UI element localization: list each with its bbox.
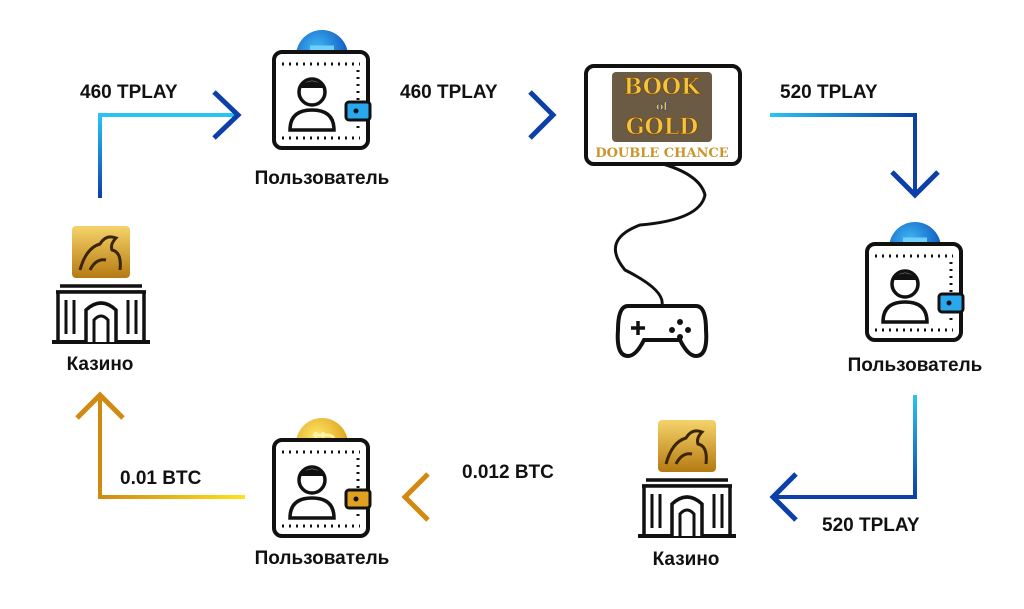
game-logo-book: BOOK: [624, 74, 701, 100]
user-label: Пользователь: [848, 355, 983, 376]
amount-label: 0.01 BTC: [120, 468, 202, 489]
user-label: Пользователь: [255, 168, 390, 189]
arrow-casino-to-btc-user: [401, 472, 610, 522]
user-wallet-btc: [272, 418, 372, 538]
user-label: Пользователь: [255, 548, 390, 569]
casino-label: Казино: [653, 549, 720, 570]
game-logo-gold: GOLD: [626, 114, 699, 140]
wallet-icon: [865, 242, 963, 342]
amount-label: 520 TPLAY: [780, 82, 878, 103]
arrow-user-to-game: [397, 90, 557, 140]
user-wallet-tplay: [865, 222, 965, 342]
wallet-icon: [272, 438, 370, 538]
amount-label: 460 TPLAY: [400, 82, 498, 103]
arrow-casino-to-user: [98, 90, 242, 198]
casino-label: Казино: [67, 354, 134, 375]
game-subtitle: DOUBLE CHANCE: [595, 146, 728, 161]
game-monitor: BOOK of GOLD DOUBLE CHANCE: [584, 64, 742, 306]
user-wallet-tplay: [272, 30, 372, 150]
game-logo-of: of: [656, 100, 669, 113]
amount-label: 0.012 BTC: [462, 462, 554, 483]
arrow-user-to-casino: [769, 395, 917, 522]
wallet-icon: [272, 50, 370, 150]
gamepad-icon: [615, 304, 709, 359]
amount-label: 520 TPLAY: [822, 515, 920, 536]
casino-building-icon: [50, 224, 152, 344]
arrow-btc-user-to-casino: [75, 391, 245, 499]
amount-label: 460 TPLAY: [80, 82, 178, 103]
casino-building-icon: [636, 418, 738, 538]
arrow-game-to-user: [770, 113, 940, 199]
